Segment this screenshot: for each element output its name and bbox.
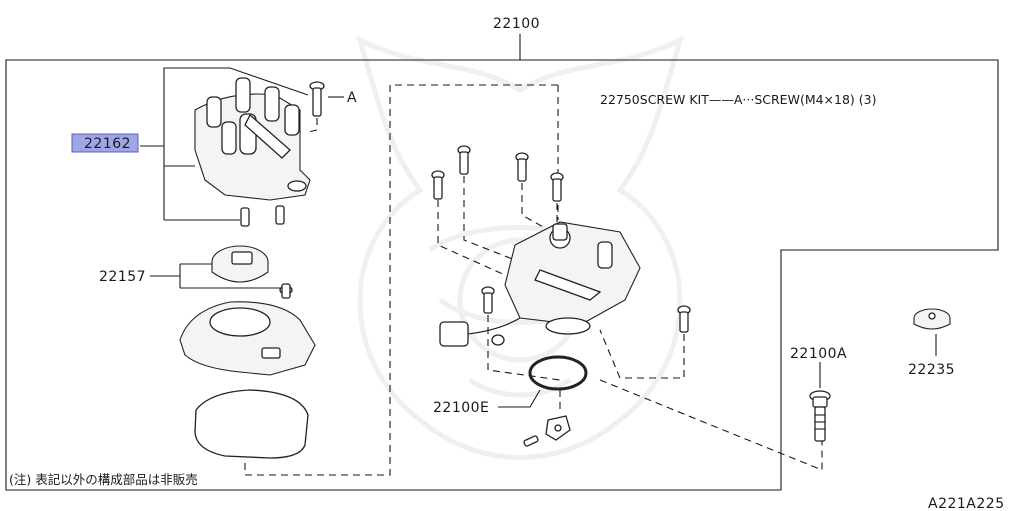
cover-plate[interactable] — [179, 301, 316, 376]
part-label-22100e[interactable]: 22100E — [433, 400, 489, 416]
assembly-label: 22100 — [493, 16, 540, 32]
rotor-screw — [279, 283, 293, 299]
screw-a — [309, 81, 325, 117]
figure-code: A221A225 — [928, 496, 1005, 511]
part-label-22235[interactable]: 22235 — [908, 362, 955, 378]
part-label-22100a[interactable]: 22100A — [790, 346, 847, 362]
screw-kit-note: 22750SCREW KIT——A···SCREW(M4×18) (3) — [600, 92, 877, 107]
dashed-region — [244, 84, 558, 476]
distributor-cap[interactable] — [194, 77, 311, 201]
o-ring[interactable] — [528, 355, 588, 391]
cap-screws — [240, 205, 285, 227]
coupling — [523, 415, 571, 447]
distributor-housing[interactable] — [504, 221, 641, 335]
housing-screws — [431, 145, 691, 333]
rotor[interactable] — [211, 245, 269, 283]
connector — [439, 317, 521, 347]
gasket — [194, 389, 309, 459]
footnote: (注) 表記以外の構成部品は非販売 — [9, 472, 198, 487]
clamp-22235[interactable] — [913, 308, 951, 330]
highlight-22162 — [71, 133, 139, 153]
part-label-22162[interactable]: 22162 — [84, 136, 131, 152]
ref-a-label: A — [347, 90, 357, 106]
assembly-outline — [5, 59, 999, 491]
part-label-22157[interactable]: 22157 — [99, 269, 146, 285]
bolt-22100a[interactable] — [809, 390, 831, 442]
